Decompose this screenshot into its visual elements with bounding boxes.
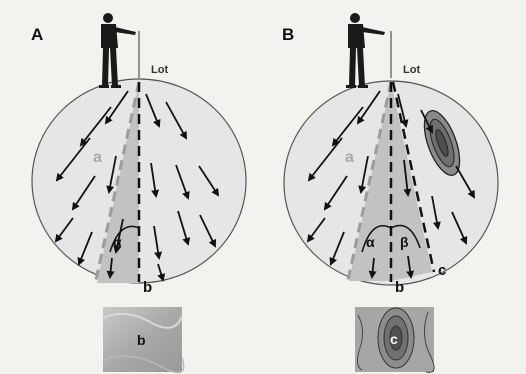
panel-a-arrows	[54, 90, 220, 282]
panel-b-lot-label: Lot	[403, 64, 420, 76]
panel-b-line-a-label: a	[345, 149, 354, 166]
panel-b-arrow	[368, 257, 377, 279]
panel-b-inset: c	[355, 307, 435, 373]
panel-a-line-b-label: b	[143, 279, 152, 296]
panel-a-arrow	[199, 214, 216, 248]
panel-b-observer-icon	[346, 13, 385, 88]
panel-b-arrow	[397, 93, 409, 128]
panel-b-alpha-label: α	[366, 234, 375, 250]
panel-a-line-a	[94, 81, 141, 281]
panel-b-line-a	[346, 81, 393, 281]
panel-a-arrow	[55, 137, 91, 182]
panel-a-arrow	[104, 90, 129, 125]
panel-b-arrow	[356, 90, 381, 125]
panel-b-arrow	[358, 155, 369, 194]
panel-a-arrow	[165, 101, 187, 140]
panel-b-beta-label: β	[400, 234, 409, 250]
panel-b-line-b-label: b	[395, 279, 404, 296]
panel-b-arrow	[331, 106, 364, 147]
panel-b-arrow	[451, 211, 468, 245]
panel-a-observer-icon	[99, 13, 136, 88]
panel-a-arrow	[175, 164, 190, 200]
panel-a: A Lot a b α	[31, 13, 247, 374]
panel-a-arrow	[79, 106, 112, 147]
panel-a-arrow	[106, 257, 115, 279]
panel-a-arrow	[113, 218, 124, 254]
panel-b-inset-label: c	[390, 331, 398, 347]
panel-a-line-a-label: a	[93, 149, 102, 166]
panel-b-arrow	[329, 231, 345, 266]
panel-b-line-c-label: c	[438, 262, 446, 279]
panel-b-alpha-arc	[361, 225, 392, 253]
panel-a-arrow	[157, 263, 166, 282]
panel-a-arrow	[198, 165, 220, 197]
panel-b-arrow	[307, 137, 343, 182]
panel-a-arrow	[71, 175, 96, 211]
panel-a-arrow	[177, 210, 191, 246]
panel-b: B Lot a b c α	[282, 13, 499, 373]
panel-a-arrow	[106, 155, 117, 194]
panel-b-arrow	[406, 255, 415, 279]
panel-a-angle-arc	[109, 225, 140, 253]
panel-a-arrow	[77, 231, 93, 266]
panel-b-arrow	[420, 109, 433, 134]
panel-a-arrow	[145, 93, 161, 128]
panel-a-arrow	[54, 217, 74, 243]
panel-b-arrow	[403, 159, 412, 197]
panel-b-anomaly	[423, 110, 461, 176]
panel-a-letter: A	[31, 25, 43, 44]
panel-a-inset: b	[102, 307, 185, 374]
panel-a-arrow	[153, 225, 163, 260]
panel-b-line-c	[391, 81, 436, 273]
panel-b-letter: B	[282, 25, 294, 44]
panel-b-arrow	[455, 165, 476, 199]
panel-b-beta-arc	[390, 224, 421, 249]
panel-a-arrow	[150, 162, 160, 198]
panel-b-arrow	[306, 217, 326, 243]
panel-a-inset-label: b	[137, 332, 146, 348]
panel-b-arrow	[431, 195, 441, 230]
panel-a-lot-label: Lot	[151, 64, 168, 76]
panel-b-arrows	[306, 90, 476, 279]
panel-b-arrow	[323, 175, 348, 211]
